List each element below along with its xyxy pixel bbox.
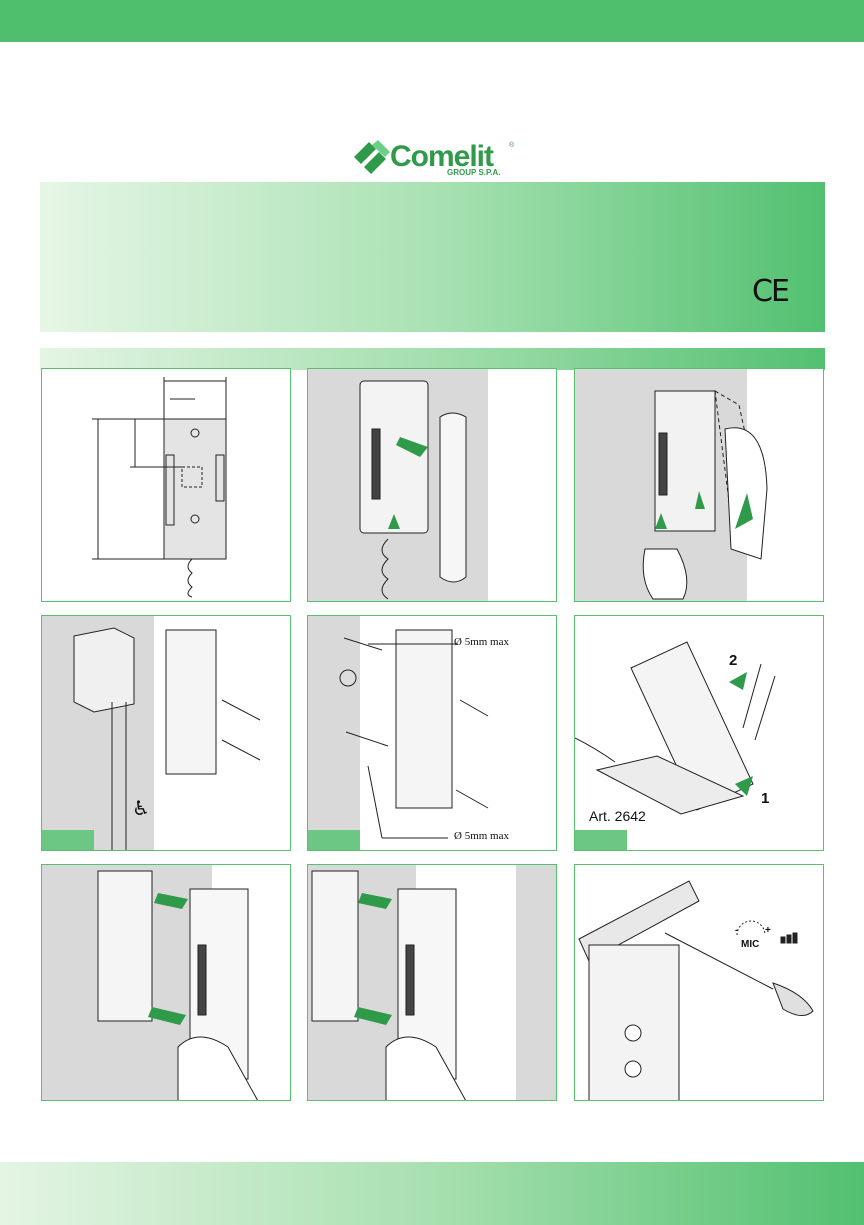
intercom-dimensions-drawing	[92, 377, 227, 598]
wall-box-drawing	[73, 627, 261, 850]
screw-mounting-drawing	[339, 629, 489, 839]
mic-label: MIC	[741, 939, 760, 950]
figure-mic-adjust: MIC - +	[574, 864, 824, 1101]
mic-minus-label: -	[735, 925, 739, 936]
screw-spec-top: Ø 5mm max	[454, 636, 509, 648]
figure-tab	[308, 830, 360, 850]
wall-background	[308, 616, 360, 850]
title-banner: CE	[40, 182, 825, 332]
figure-dimensions	[41, 368, 291, 602]
top-brand-bar	[0, 0, 864, 42]
figure-tab	[42, 830, 94, 850]
figure-wall-screws: Ø 5mm max Ø 5mm max	[307, 615, 557, 851]
mic-adjustment-drawing	[578, 880, 814, 1100]
step-one-label: 1	[761, 790, 770, 807]
figure-open-cover	[574, 368, 824, 602]
handset-removal-drawing	[359, 380, 467, 600]
desk-base-drawing	[575, 641, 776, 815]
cover-opening-drawing	[642, 390, 768, 600]
figure-attach-unit-b	[307, 864, 557, 1101]
section-header-bar	[40, 348, 825, 370]
brand-group: GROUP S.P.A.	[447, 168, 501, 177]
ce-mark: CE	[752, 274, 790, 309]
registered-mark: ®	[509, 142, 515, 149]
comelit-logo-mark-icon	[354, 140, 390, 174]
figure-wall-box-mounting: ♿	[41, 615, 291, 851]
figure-remove-handset	[307, 368, 557, 602]
figure-tab	[575, 830, 627, 850]
step-two-label: 2	[729, 652, 738, 669]
figure-desk-base: 2 1 Art. 2642	[574, 615, 824, 851]
accessory-article-label: Art. 2642	[589, 808, 646, 824]
figure-attach-unit-a	[41, 864, 291, 1101]
comelit-logo: Comelit ® GROUP S.P.A.	[352, 140, 522, 180]
brand-name: Comelit	[390, 140, 494, 173]
attach-unit-drawing-b	[311, 870, 467, 1100]
attach-unit-drawing-a	[97, 870, 259, 1100]
mic-plus-label: +	[765, 925, 771, 936]
bottom-brand-bar	[0, 1162, 864, 1225]
screw-spec-bottom: Ø 5mm max	[454, 830, 509, 842]
wheelchair-icon: ♿	[132, 796, 150, 820]
